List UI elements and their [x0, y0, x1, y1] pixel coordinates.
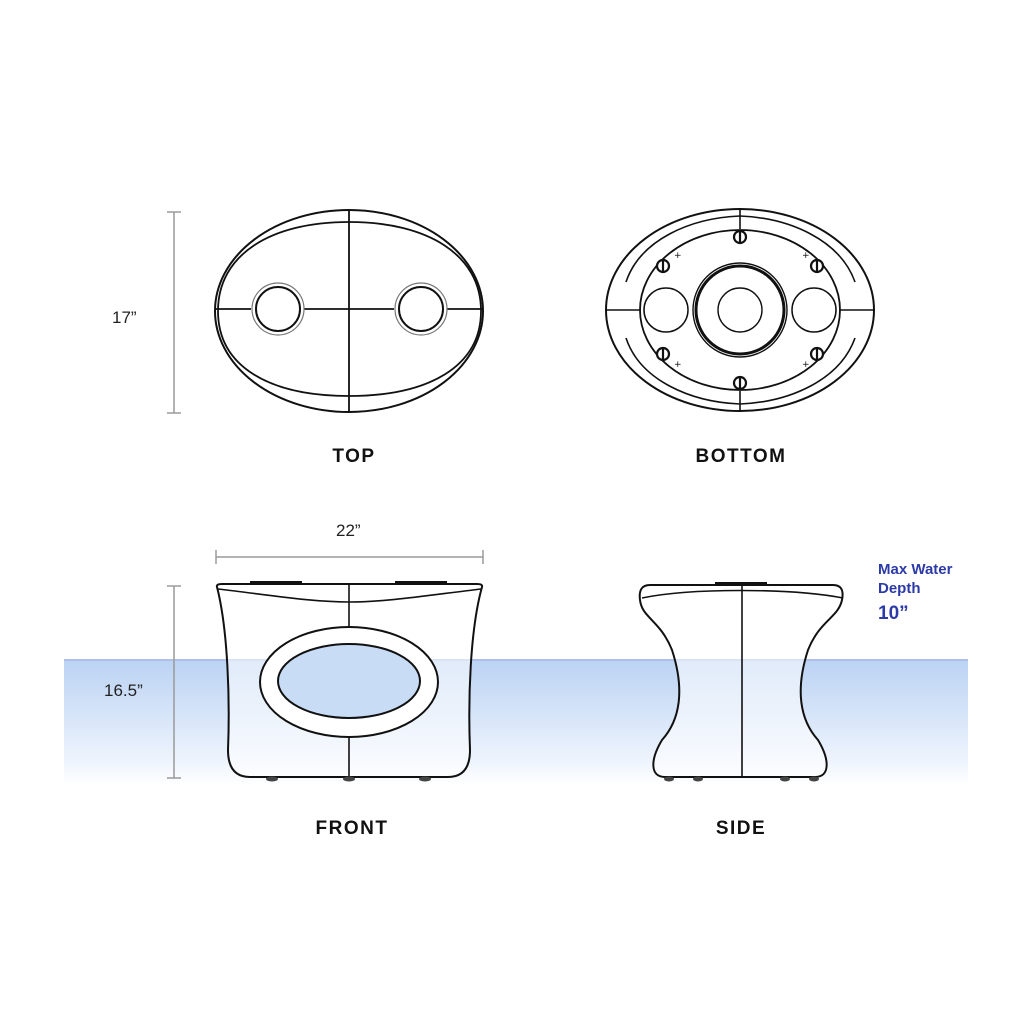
- max-water-depth-note: Max Water Depth 10”: [878, 560, 952, 623]
- bottom-view-label: BOTTOM: [695, 446, 787, 467]
- side-view-label: SIDE: [715, 818, 767, 839]
- water-depth-value: 10”: [878, 603, 909, 624]
- svg-text:+: +: [802, 251, 810, 261]
- front-view-label: FRONT: [315, 818, 389, 839]
- svg-text:+: +: [802, 360, 810, 370]
- water-note-line1: Max Water: [878, 561, 953, 578]
- water-note-line2: Depth: [878, 580, 921, 597]
- height-dimension-line: [167, 585, 181, 779]
- depth-dimension-line: [167, 211, 181, 414]
- width-dimension-line: [215, 550, 484, 564]
- svg-text:+: +: [674, 251, 682, 261]
- width-dimension-label: 22”: [336, 521, 361, 540]
- height-dimension-label: 16.5”: [104, 681, 143, 700]
- cup-holder-right: [394, 282, 448, 336]
- svg-text:+: +: [674, 360, 682, 370]
- water-level-band: [64, 659, 968, 786]
- screw-holes: [655, 229, 825, 391]
- depth-dimension-label: 17”: [112, 308, 137, 327]
- top-view-label: TOP: [332, 446, 376, 467]
- cup-holder-left: [251, 282, 305, 336]
